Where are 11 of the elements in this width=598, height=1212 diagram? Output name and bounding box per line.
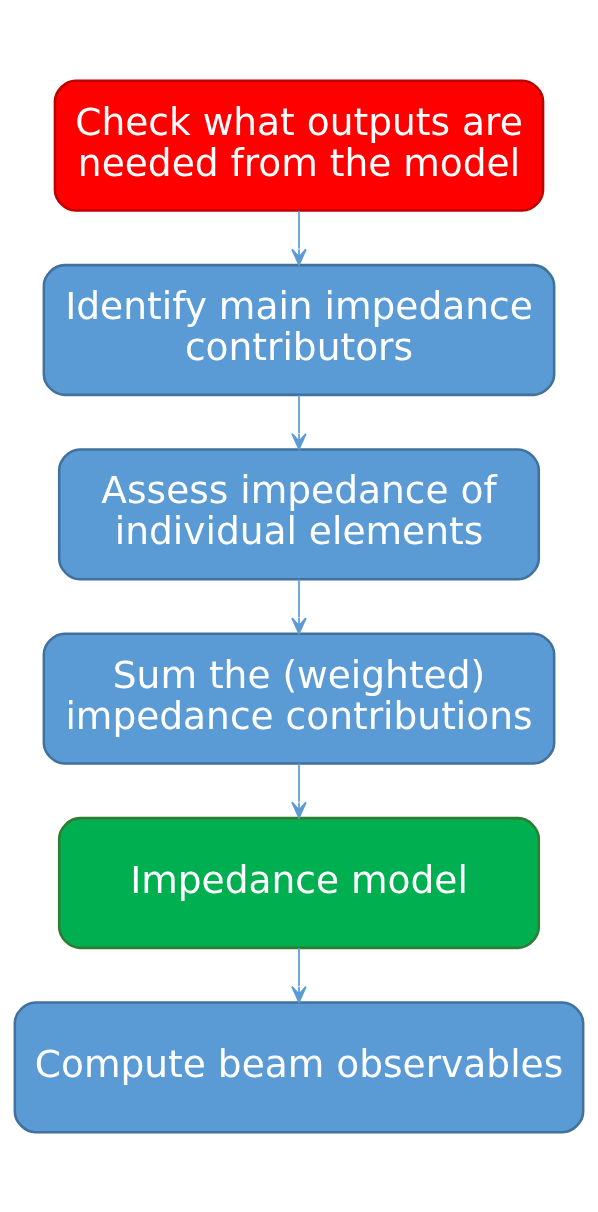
- arrow: [291, 393, 307, 450]
- node-box: Identify main impedance contributors: [42, 263, 556, 396]
- arrow: [291, 762, 307, 819]
- node-box: Compute beam observables: [13, 1000, 585, 1133]
- node-box: Assess impedance of individual elements: [57, 447, 541, 580]
- node-box: Sum the (weighted) impedance contributions: [42, 632, 556, 765]
- arrow: [291, 577, 307, 634]
- node-box: Check what outputs are needed from the model: [53, 79, 545, 212]
- arrow: [291, 946, 307, 1003]
- arrow: [291, 209, 307, 266]
- node-box: Impedance model: [57, 816, 541, 949]
